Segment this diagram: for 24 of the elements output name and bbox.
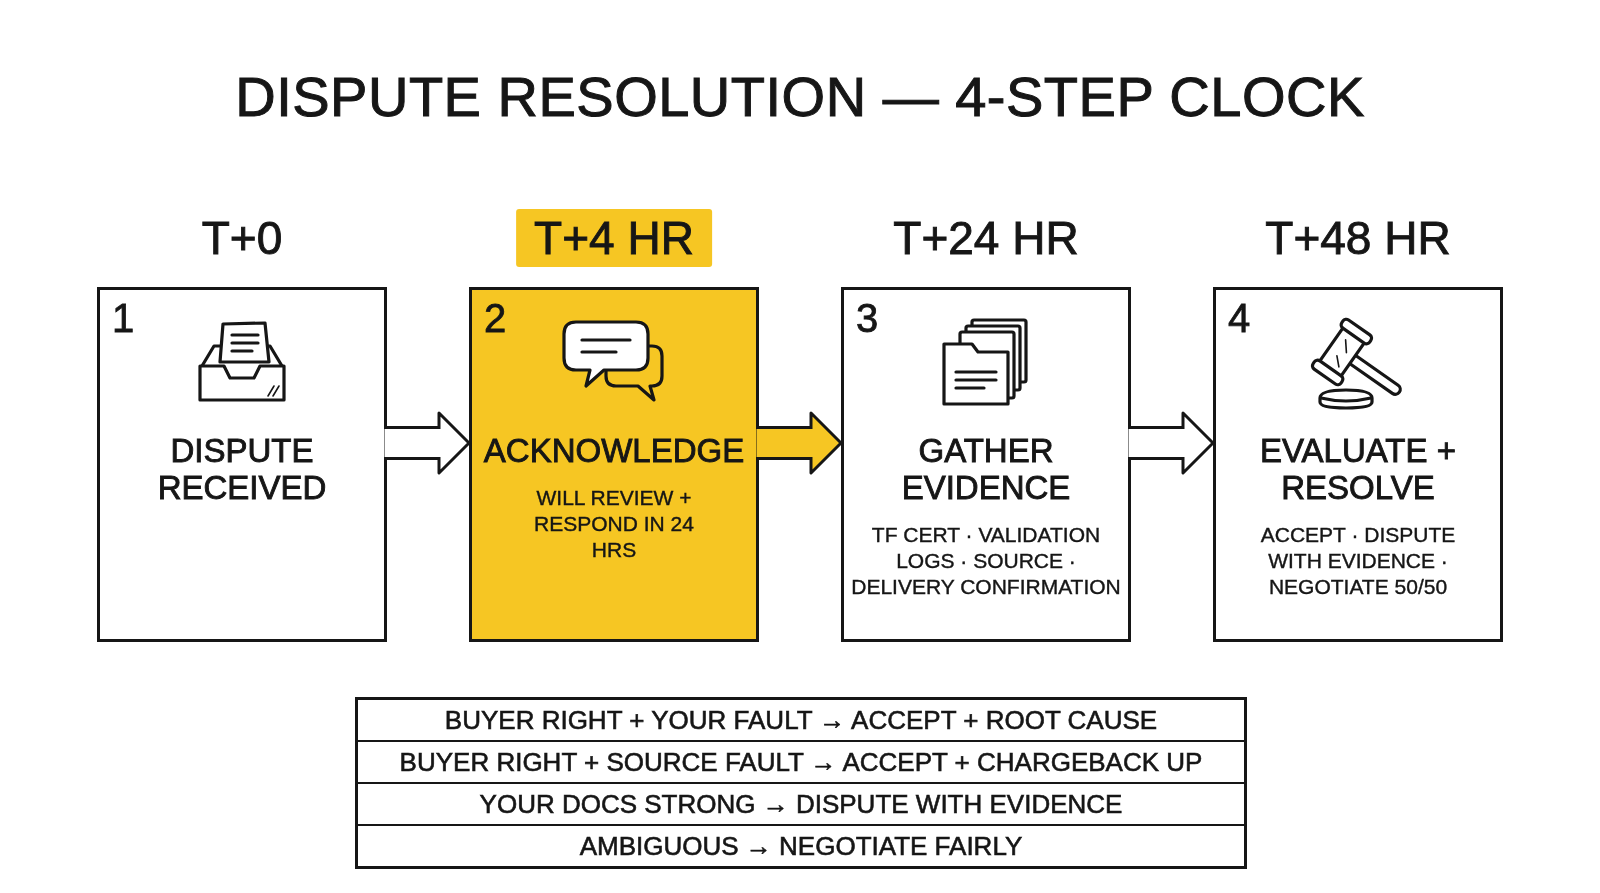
step-card bbox=[1213, 287, 1503, 642]
decision-rule: YOUR DOCS STRONG → DISPUTE WITH EVIDENCE bbox=[358, 782, 1244, 824]
time-label: T+48 HR bbox=[1264, 211, 1452, 266]
decision-rule: BUYER RIGHT + SOURCE FAULT → ACCEPT + CHARGEBACK UP bbox=[358, 740, 1244, 782]
time-label: T+4 HR bbox=[516, 209, 712, 267]
step-card bbox=[469, 287, 759, 642]
step-title: DISPUTE RECEIVED bbox=[156, 432, 328, 506]
step-number: 3 bbox=[856, 296, 879, 340]
step-number: 1 bbox=[112, 296, 135, 340]
step-title: ACKNOWLEDGE bbox=[482, 432, 746, 469]
decision-rule: AMBIGUOUS → NEGOTIATE FAIRLY bbox=[358, 824, 1244, 866]
step-card bbox=[97, 287, 387, 642]
step-description: TF CERT · VALIDATION LOGS · SOURCE · DELIVERY CONFIRMATION bbox=[850, 522, 1122, 600]
time-label: T+0 bbox=[200, 211, 284, 266]
title: DISPUTE RESOLUTION — 4-STEP CLOCK bbox=[235, 64, 1365, 130]
step-number: 4 bbox=[1228, 296, 1251, 340]
step-title: EVALUATE + RESOLVE bbox=[1259, 432, 1457, 506]
step-title: GATHER EVIDENCE bbox=[900, 432, 1072, 506]
step-number: 2 bbox=[484, 296, 507, 340]
step-description: WILL REVIEW + RESPOND IN 24 HRS bbox=[534, 485, 694, 563]
step-description: ACCEPT · DISPUTE WITH EVIDENCE · NEGOTIATE 50/50 bbox=[1259, 522, 1457, 600]
time-label: T+24 HR bbox=[892, 211, 1080, 266]
step-card bbox=[841, 287, 1131, 642]
decision-rule: BUYER RIGHT + YOUR FAULT → ACCEPT + ROOT CAUSE bbox=[443, 704, 1159, 737]
